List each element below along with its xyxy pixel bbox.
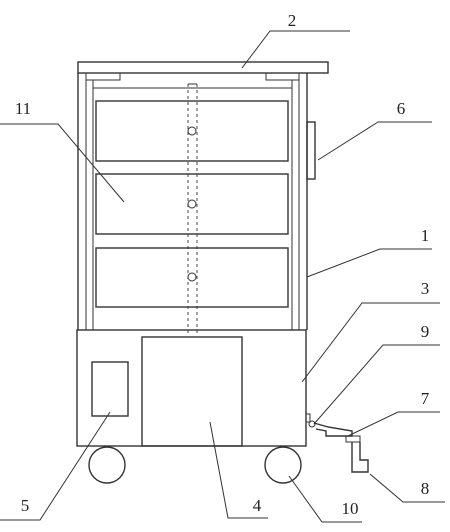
base-door [141,336,243,447]
callout-1: 1 [421,226,430,245]
callout-6: 6 [397,99,406,118]
callout-11: 11 [15,99,31,118]
side-panel [306,121,316,180]
wheel-right [264,445,302,484]
wheel-left [88,445,126,484]
leader-lines [0,30,445,523]
callout-2: 2 [288,11,297,30]
control-box [91,361,129,417]
drawer-bottom [95,247,289,308]
callout-3: 3 [421,279,430,298]
callout-8: 8 [421,479,430,498]
base-housing [76,329,307,447]
drawer-middle [95,173,289,235]
callout-9: 9 [421,322,430,341]
pedal-arm [313,422,361,443]
central-axis [187,83,198,335]
callout-7: 7 [421,389,430,408]
drawer-knob-icon [187,272,197,282]
drawer-knob-icon [187,126,197,136]
drawer-knob-icon [187,199,197,209]
callout-10: 10 [342,499,359,518]
callout-5: 5 [21,496,30,515]
callout-4: 4 [253,496,262,515]
upper-cabinet-body [77,73,308,330]
pedal-foot [351,442,369,473]
drawer-top [95,100,289,162]
top-lid [77,61,329,74]
pivot-pin [305,413,316,428]
